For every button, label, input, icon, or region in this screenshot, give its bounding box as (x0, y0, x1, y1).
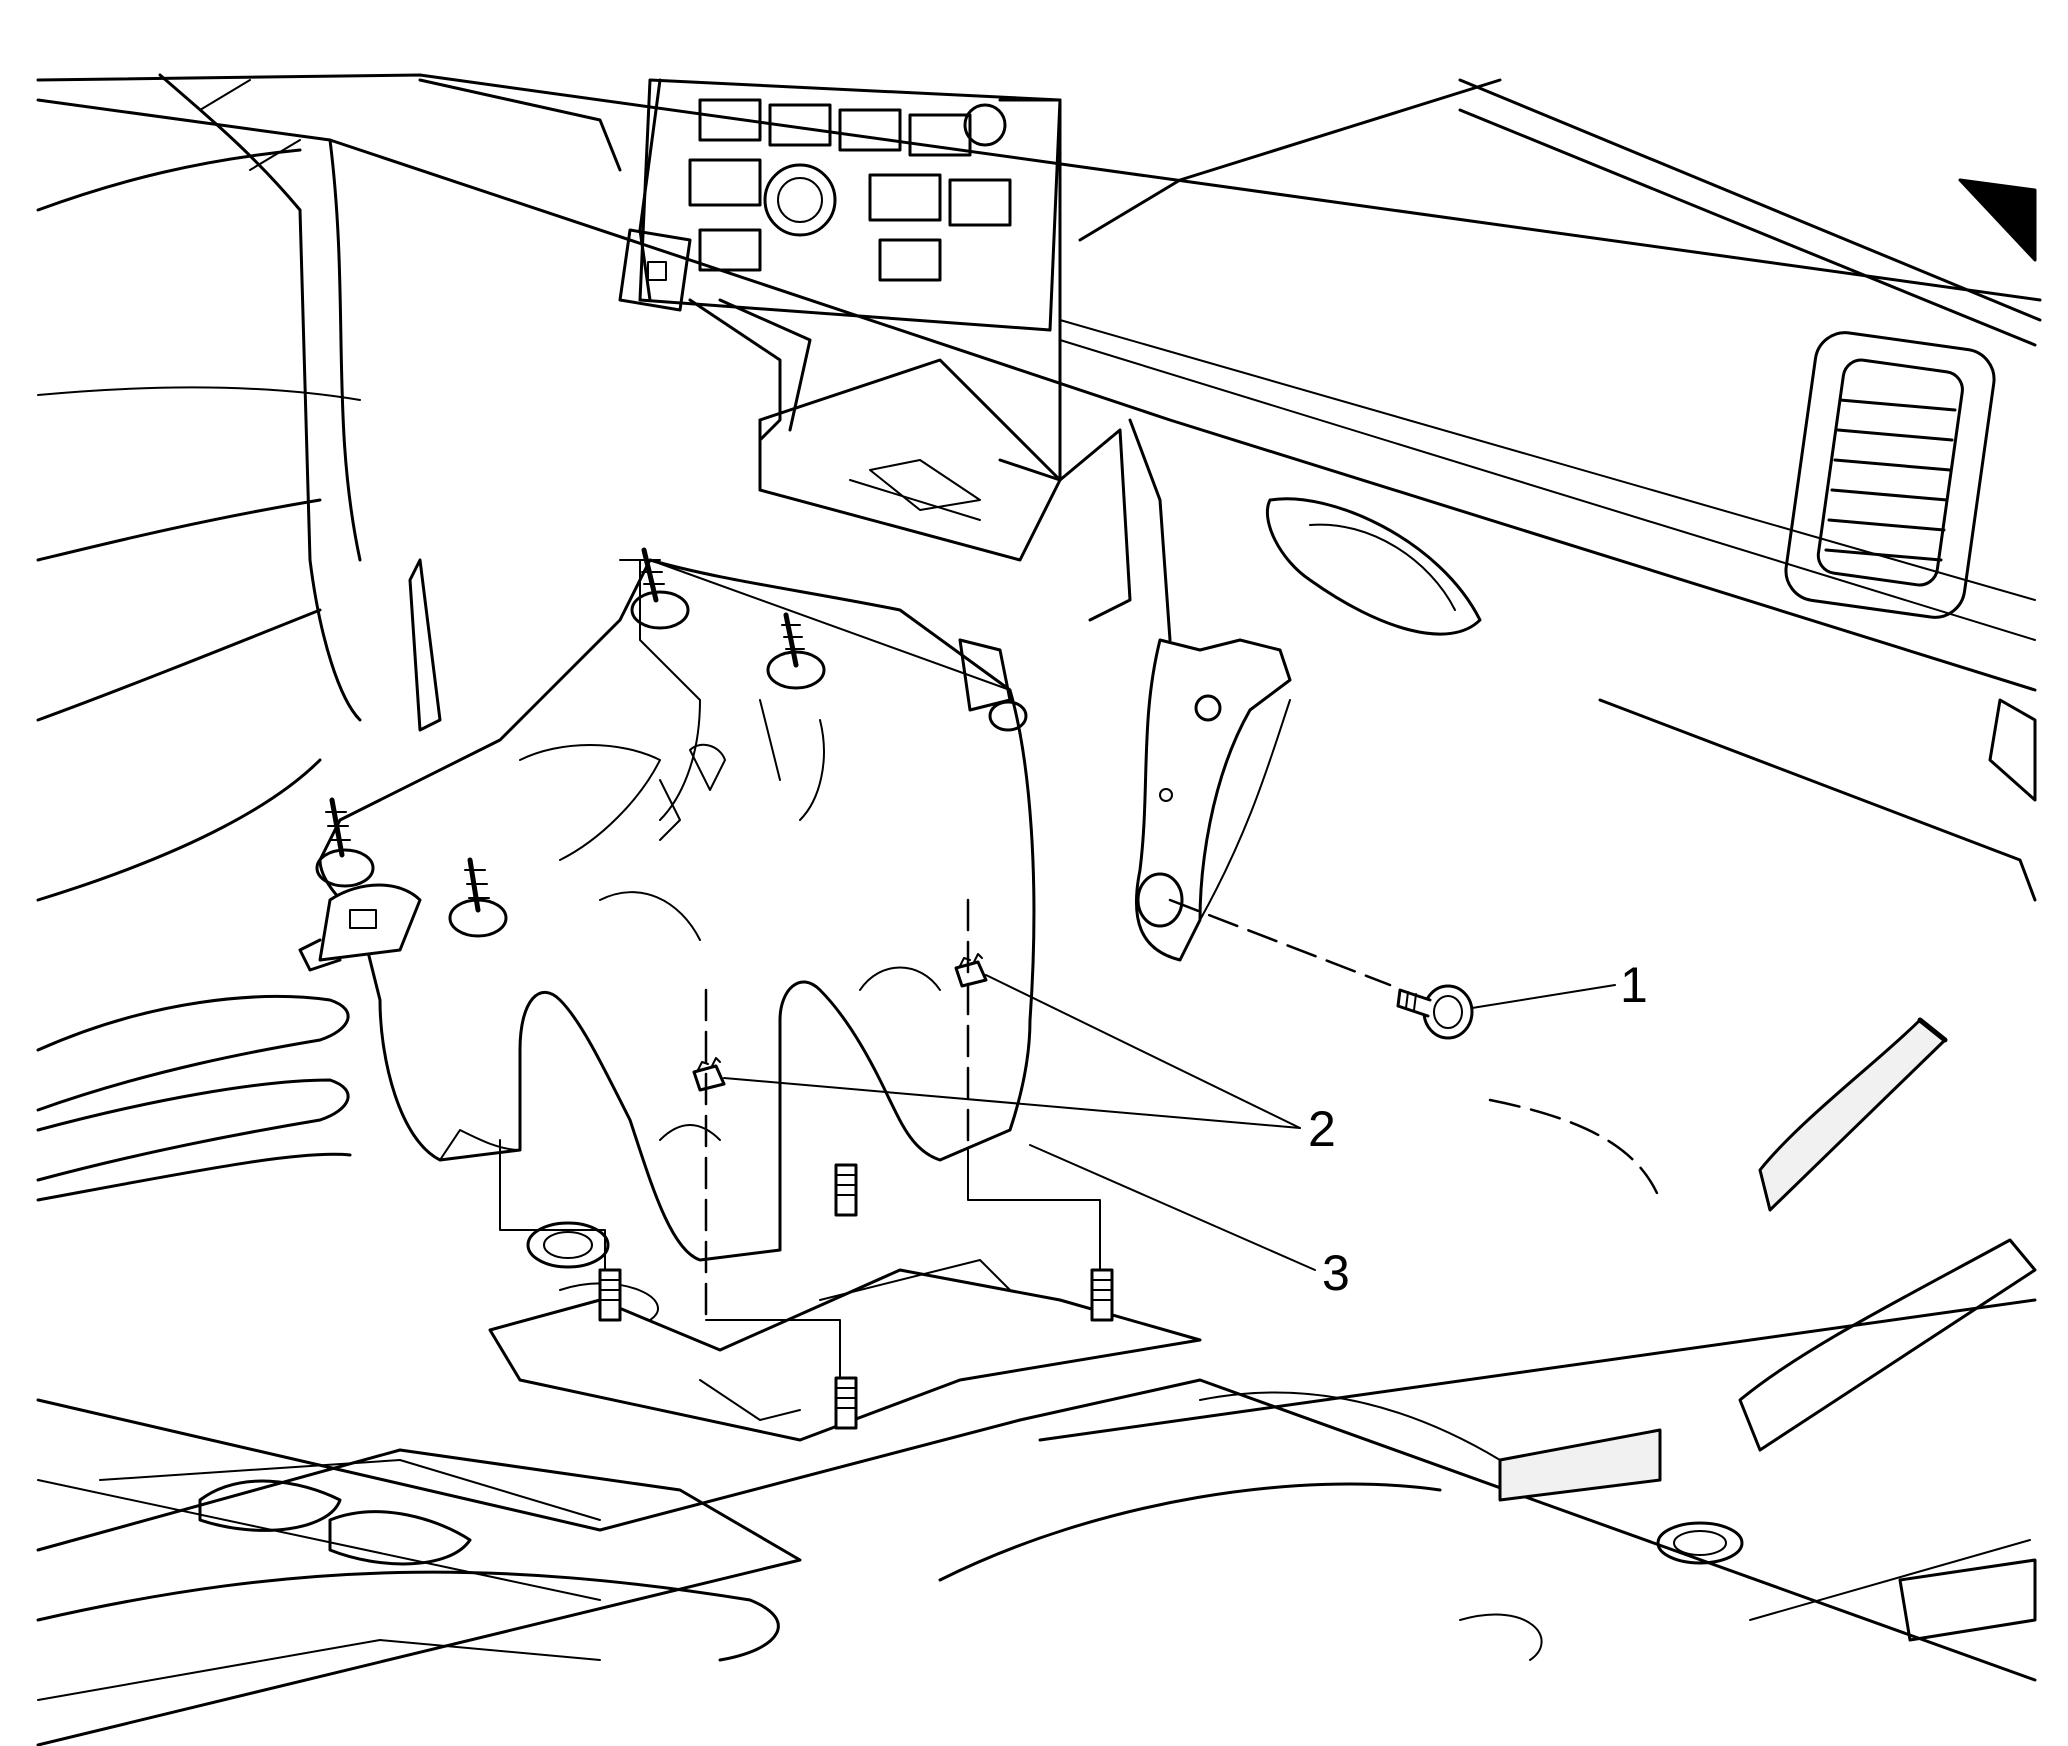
callout-1: 1 (1620, 957, 1648, 1013)
leader-lines (723, 974, 1616, 1271)
center-stack-bezel (758, 358, 1172, 642)
mounting-bolt (1396, 984, 1474, 1040)
instrument-panel (36, 73, 2042, 902)
callout-labels: 1 2 3 (1308, 957, 1648, 1301)
radio-control-head (618, 78, 1062, 482)
callout-3: 3 (1322, 1245, 1350, 1301)
dash-air-vent-right (1784, 178, 2037, 619)
callout-2: 2 (1308, 1101, 1336, 1157)
dash-lower-opening (1265, 497, 2037, 802)
floor-pan (36, 558, 2037, 1701)
floor-mat-front (36, 1448, 802, 1746)
alignment-lines (499, 898, 1662, 1379)
floor-studs (526, 1163, 1114, 1430)
console-mounting-bracket (298, 547, 1036, 1262)
floor-mounting-plate (488, 1259, 1202, 1442)
floor-console-side-bracket (1134, 638, 1292, 962)
